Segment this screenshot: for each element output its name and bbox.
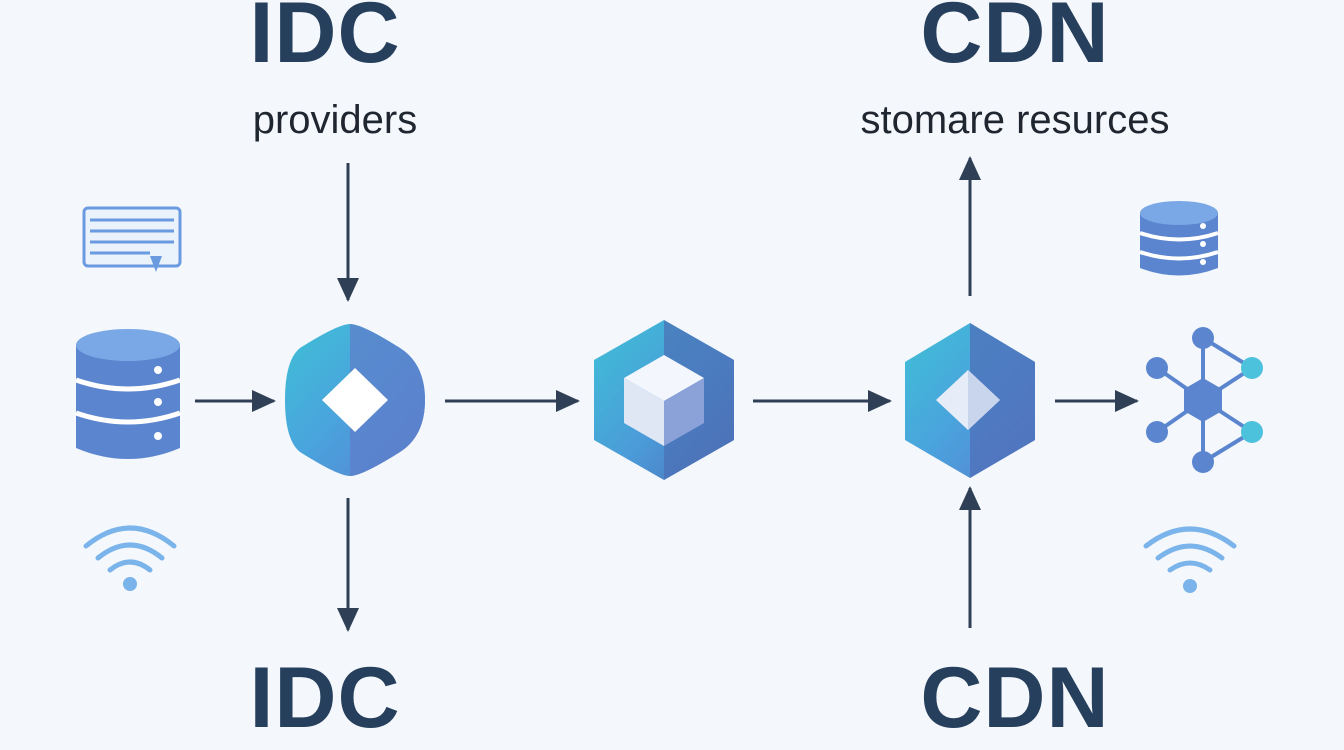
idc-top-subheading: providers: [252, 98, 418, 142]
network-graph-icon: [1146, 327, 1263, 473]
document-list-icon: [82, 206, 182, 272]
hex-node-idc: [285, 324, 425, 476]
cdn-top-subheading: stomare resurces: [860, 98, 1170, 142]
hex-node-center: [594, 320, 734, 480]
cdn-bottom-heading: CDN: [920, 650, 1110, 746]
wifi-icon-right: [1143, 526, 1237, 593]
database-icon-right: [1139, 201, 1219, 276]
idc-top-heading: IDC: [249, 0, 401, 81]
hex-node-cdn: [905, 323, 1035, 478]
idc-bottom-heading: IDC: [249, 650, 401, 746]
wifi-icon: [83, 525, 177, 591]
cdn-top-heading: CDN: [920, 0, 1110, 81]
database-icon: [75, 329, 181, 459]
